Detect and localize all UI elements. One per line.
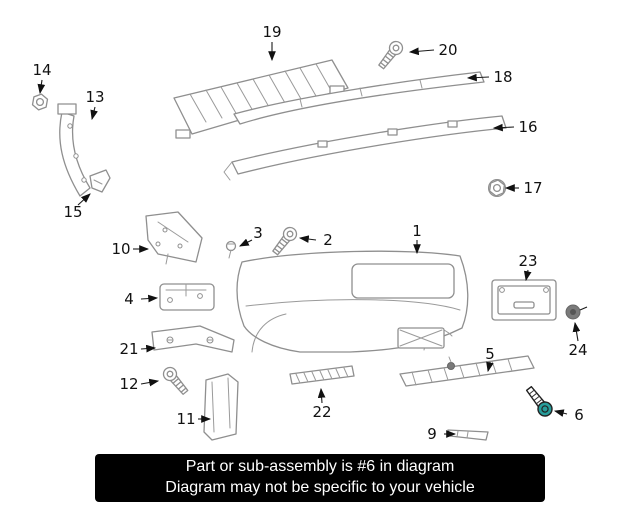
part-21-support-bracket <box>151 325 235 353</box>
callout-5: 5 <box>485 345 495 363</box>
part-22-reflector <box>289 365 355 385</box>
part-24-parking-sensor <box>565 304 588 320</box>
part-9-trim-piece <box>447 429 489 441</box>
callout-13: 13 <box>85 88 104 106</box>
callout-18: 18 <box>493 68 512 86</box>
leader-lines <box>37 42 581 438</box>
callout-6: 6 <box>574 406 584 424</box>
callout-labels: 19 20 14 18 13 16 15 17 10 3 2 1 23 4 24… <box>32 23 587 443</box>
part-hitch-cover-bracket <box>397 327 445 349</box>
part-5-lower-trim-strip <box>399 355 535 387</box>
parts-diagram: 19 20 14 18 13 16 15 17 10 3 2 1 23 4 24… <box>31 23 588 443</box>
callout-11: 11 <box>176 410 195 428</box>
fitment-note-banner: Part or sub-assembly is #6 in diagram Di… <box>95 454 545 502</box>
part-4-mounting-bracket <box>159 283 215 311</box>
callout-17: 17 <box>523 179 542 197</box>
part-23-license-plate-bracket <box>491 279 557 321</box>
part-3-clip <box>225 240 237 259</box>
callout-10: 10 <box>111 240 130 258</box>
part-12-bolt <box>160 364 192 398</box>
callout-22: 22 <box>312 403 331 421</box>
part-11-corner-bracket <box>203 373 239 441</box>
callout-1: 1 <box>412 222 422 240</box>
callout-15: 15 <box>63 203 82 221</box>
banner-line-2: Diagram may not be specific to your vehi… <box>165 479 475 496</box>
callout-24: 24 <box>568 341 587 359</box>
callout-19: 19 <box>262 23 281 41</box>
callout-21: 21 <box>119 340 138 358</box>
part-17-nut <box>487 178 507 198</box>
callout-16: 16 <box>518 118 537 136</box>
callout-9: 9 <box>427 425 437 443</box>
part-14-nut <box>31 92 49 112</box>
banner-line-1: Part or sub-assembly is #6 in diagram <box>185 458 455 475</box>
callout-3: 3 <box>253 224 263 242</box>
part-2-bolt <box>269 224 300 258</box>
callout-23: 23 <box>518 252 537 270</box>
part-16-lower-reinforcement-strip <box>223 115 507 181</box>
part-6-bolt-highlighted <box>525 385 553 417</box>
callout-20: 20 <box>438 41 457 59</box>
part-20-bolt <box>375 38 406 72</box>
callout-14: 14 <box>32 61 51 79</box>
part-19-impact-bar <box>173 59 349 139</box>
part-18-upper-trim-strip <box>233 71 485 125</box>
part-13-side-bracket <box>57 103 91 197</box>
part-15-clip-bracket <box>89 169 111 193</box>
callout-4: 4 <box>124 290 134 308</box>
callout-2: 2 <box>323 231 333 249</box>
part-10-splash-shield <box>145 211 203 265</box>
callout-12: 12 <box>119 375 138 393</box>
